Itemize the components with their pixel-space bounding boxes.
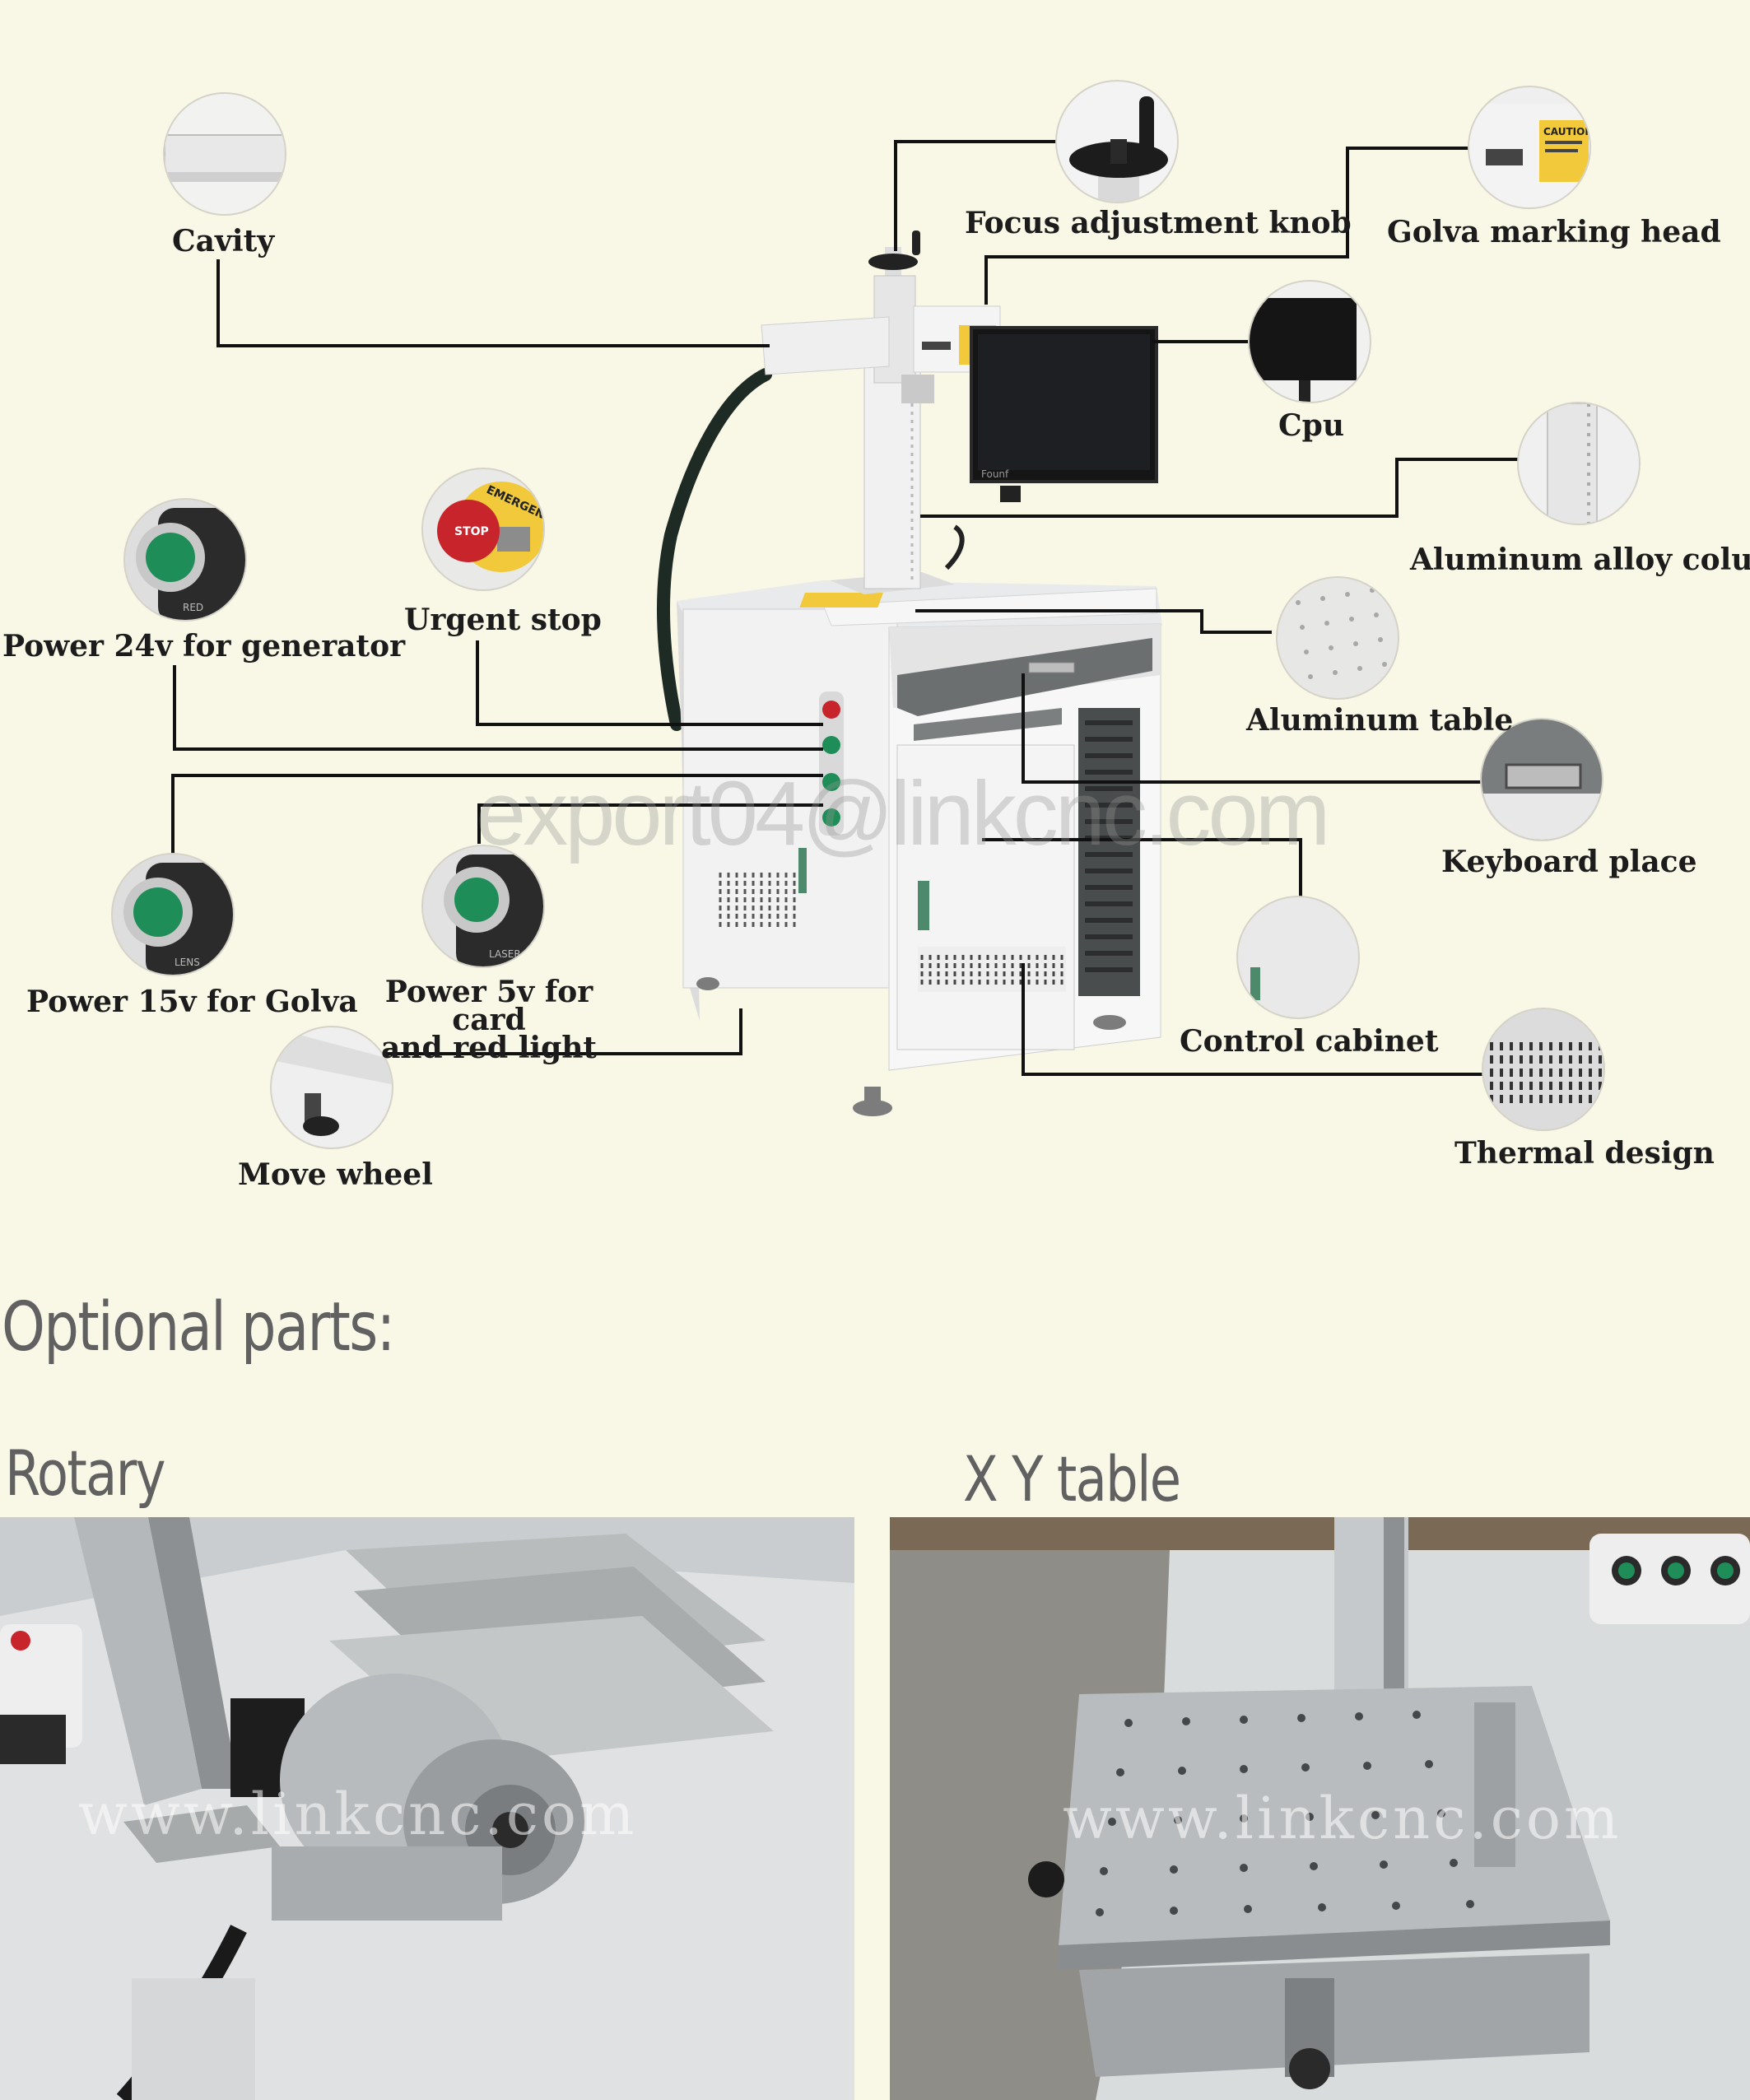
cabinet-left-face — [682, 608, 898, 989]
line-power24 — [173, 665, 823, 751]
fiber-cable — [657, 368, 772, 731]
golva-head-detail: CAUTION — [1468, 86, 1591, 209]
monitor-mount — [1000, 486, 1021, 502]
lens — [901, 375, 934, 403]
label-focus-knob: Focus adjustment knob — [965, 206, 1352, 240]
control-cabinet-detail — [1236, 896, 1360, 1019]
line-column — [920, 458, 1519, 518]
rotary-watermark: www.linkcnc.com — [78, 1781, 638, 1848]
line-control-cabinet — [982, 838, 1302, 897]
keyboard-detail — [1480, 718, 1603, 841]
line-urgent-stop — [476, 640, 823, 726]
left-vent — [719, 873, 796, 930]
column-detail — [1517, 402, 1641, 525]
label-thermal: Thermal design — [1454, 1136, 1715, 1171]
thermal-detail — [1482, 1008, 1605, 1131]
xy-table-watermark: www.linkcnc.com — [1063, 1785, 1622, 1852]
label-power15: Power 15v for Golva — [26, 985, 358, 1019]
green-button-1 — [822, 736, 840, 754]
urgent-stop-detail: EMERGENCY STOP STOP — [421, 468, 545, 591]
power24-detail: RED — [123, 498, 247, 622]
line-focus-knob — [894, 140, 1062, 251]
move-wheel-detail — [270, 1026, 393, 1149]
green-button-2 — [822, 773, 840, 791]
xy-table-photo: www.linkcnc.com — [890, 1517, 1750, 2100]
line-power5 — [477, 803, 823, 844]
laser-warning-sticker — [799, 593, 883, 608]
line-table — [915, 609, 1272, 634]
line-cavity — [216, 259, 770, 347]
button-panel — [819, 691, 844, 836]
side-lock — [798, 848, 807, 893]
label-control-cabinet: Control cabinet — [1180, 1024, 1439, 1059]
label-keyboard: Keyboard place — [1441, 845, 1697, 879]
label-table: Aluminum table — [1246, 703, 1514, 738]
callout-lines — [171, 140, 1519, 1076]
xy-table-title: X Y table — [963, 1442, 1181, 1516]
label-golva-head: Golva marking head — [1387, 215, 1721, 249]
monitor-cable — [944, 524, 965, 570]
label-move-wheel: Move wheel — [238, 1157, 433, 1192]
aluminum-table-detail — [1276, 576, 1399, 700]
svg-text:RED: RED — [183, 602, 203, 613]
label-cavity: Cavity — [172, 224, 275, 258]
line-golva-head — [984, 147, 1469, 305]
focus-knob — [868, 254, 918, 270]
svg-text:CAUTION: CAUTION — [1543, 126, 1591, 137]
cabinet-top-plate — [822, 588, 1157, 626]
cavity-detail — [163, 92, 286, 216]
svg-text:STOP: STOP — [454, 525, 489, 538]
cavity-arm — [761, 316, 890, 375]
line-move-wheel — [387, 1008, 742, 1055]
svg-text:LASER: LASER — [489, 948, 521, 960]
power15-detail: LENS — [111, 853, 235, 976]
line-thermal — [1022, 963, 1483, 1076]
label-power5: Power 5v for card and red light — [380, 975, 598, 1065]
rotary-title: Rotary — [5, 1436, 166, 1510]
stop-button — [822, 701, 840, 719]
label-cpu: Cpu — [1278, 408, 1344, 443]
door-lock — [918, 881, 929, 930]
optional-parts-heading: Optional parts: — [2, 1288, 395, 1367]
line-power15 — [171, 774, 823, 856]
svg-text:LENS: LENS — [175, 957, 200, 968]
cabinet-feet — [696, 977, 1126, 1116]
keyboard-slot — [1028, 662, 1075, 673]
laser-marking-machine: Founf — [657, 230, 1162, 1116]
power5-detail: LASER — [421, 845, 545, 968]
green-button-3 — [822, 808, 840, 826]
label-urgent-stop: Urgent stop — [404, 603, 602, 637]
cpu-detail — [1248, 280, 1371, 403]
label-power24: Power 24v for generator — [2, 629, 406, 664]
monitor-brand: Founf — [981, 468, 1009, 480]
line-keyboard — [1022, 673, 1482, 784]
focus-knob-detail — [1055, 80, 1179, 203]
front-vent — [918, 947, 1066, 992]
label-column: Aluminum alloy column — [1410, 542, 1750, 577]
rotary-photo: www.linkcnc.com — [0, 1517, 854, 2100]
email-watermark: export04@linkcnc.com — [476, 763, 1330, 864]
